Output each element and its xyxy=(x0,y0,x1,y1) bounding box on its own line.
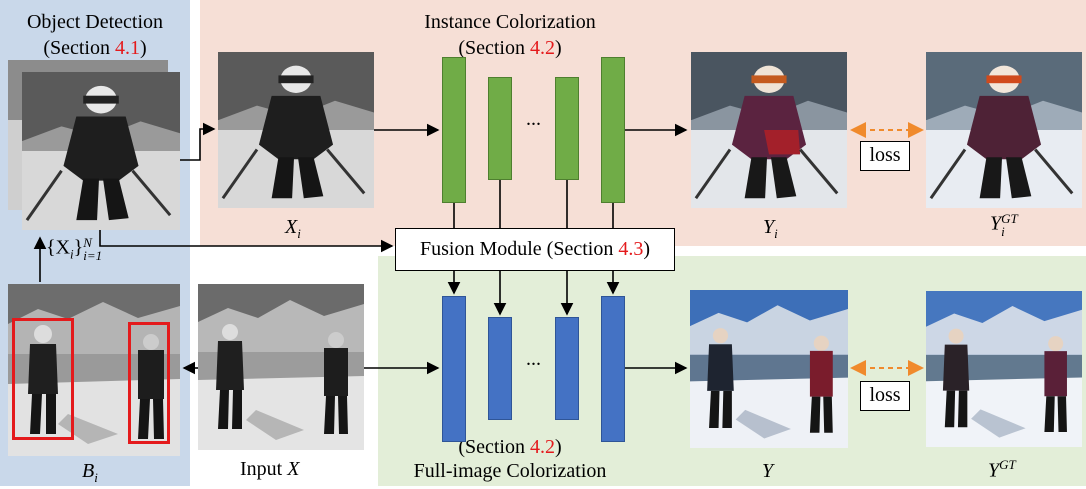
label-input: Input X xyxy=(240,458,300,480)
instance-section: (Section 4.2) xyxy=(458,37,562,59)
label-y: Y xyxy=(762,460,774,482)
detection-title: Object Detection xyxy=(26,11,164,33)
full-network-layer-2 xyxy=(488,317,512,420)
instance-crop-gray-small xyxy=(22,72,180,230)
full-network-layer-4 xyxy=(601,296,625,442)
bbox-person-2 xyxy=(128,322,170,444)
instance-ellipsis: ... xyxy=(526,108,541,130)
instance-network-layer-1 xyxy=(442,57,466,203)
full-ellipsis: ... xyxy=(526,348,541,370)
full-colorized-output xyxy=(690,290,848,448)
fusion-module-box xyxy=(395,228,675,271)
full-network-layer-3 xyxy=(555,317,579,420)
label-yi: Yi xyxy=(763,216,778,241)
instance-network-layer-3 xyxy=(555,77,579,180)
full-loss-box xyxy=(860,381,910,411)
instance-colorized-output xyxy=(690,52,848,208)
instance-crop-gray xyxy=(218,52,374,208)
instance-loss-label: loss xyxy=(869,144,901,166)
full-section: (Section 4.2) xyxy=(458,436,562,458)
label-y-gt: YGT xyxy=(988,457,1016,482)
label-xi: Xi xyxy=(285,216,301,241)
full-loss-label: loss xyxy=(869,384,901,406)
detection-section: (Section 4.1) xyxy=(43,37,147,59)
full-ground-truth xyxy=(926,290,1082,448)
instance-ground-truth xyxy=(926,52,1082,208)
bbox-person-1 xyxy=(12,318,74,440)
full-network-layer-1 xyxy=(442,296,466,442)
instance-network-layer-2 xyxy=(488,77,512,180)
fusion-module-label: Fusion Module (Section 4.3) xyxy=(419,238,650,260)
instance-network-layer-4 xyxy=(601,57,625,203)
full-title: Full-image Colorization xyxy=(413,460,607,482)
instance-loss-box xyxy=(860,141,910,171)
label-bi: Bi xyxy=(82,460,98,485)
instance-title: Instance Colorization xyxy=(424,11,596,33)
input-gray-image xyxy=(198,284,364,450)
